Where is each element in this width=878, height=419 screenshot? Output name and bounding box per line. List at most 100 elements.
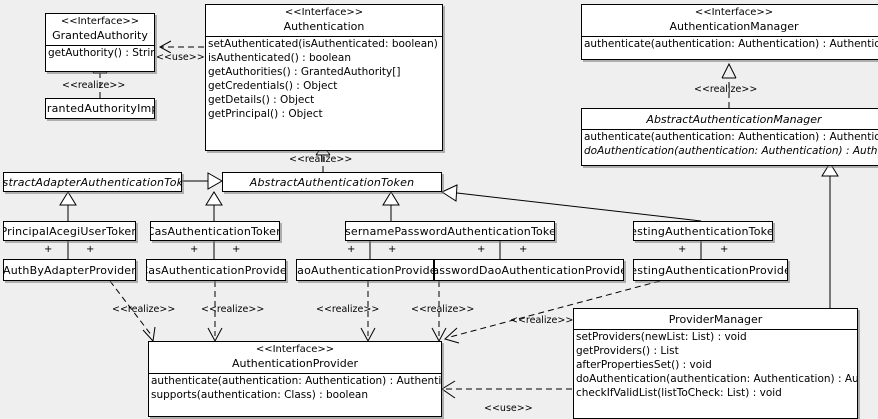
class-name-label: ProviderManager bbox=[668, 313, 763, 326]
class-name-label: DaoAuthenticationProvider bbox=[296, 263, 434, 277]
class-password-dao-authentication-provider[interactable]: PasswordDaoAuthenticationProvider bbox=[434, 259, 624, 281]
member-item: getProviders() : List bbox=[576, 345, 679, 357]
multiplicity-marker: + bbox=[190, 244, 199, 255]
member-item: setAuthenticated(isAuthenticated: boolea… bbox=[208, 38, 442, 50]
class-auth-by-adapter-provider[interactable]: AuthByAdapterProvider bbox=[3, 259, 136, 281]
class-header: <<Interface>> Authentication bbox=[206, 5, 442, 36]
class-testing-authentication-provider[interactable]: TestingAuthenticationProvider bbox=[633, 259, 788, 281]
multiplicity-marker: + bbox=[86, 244, 95, 255]
class-name-label: AuthenticationProvider bbox=[231, 357, 359, 370]
edge-generalization-usernamepasswordauthenticationtoken bbox=[382, 191, 400, 221]
edge-label-use-provider-manager: <<use>> bbox=[484, 403, 533, 414]
member-item: afterPropertiesSet() : void bbox=[576, 359, 712, 371]
class-members: getAuthority() : String bbox=[46, 46, 154, 60]
member-item: authenticate(authentication: Authenticat… bbox=[584, 38, 878, 50]
class-header: <<Interface>> AuthenticationManager bbox=[582, 5, 878, 36]
edge-use-providermanager-to-authenticationprovider bbox=[441, 380, 572, 399]
edge-generalization-abstractadapteradaptertoken bbox=[182, 172, 224, 190]
stereotype-label: <<Interface>> bbox=[694, 7, 774, 18]
class-cas-authentication-token[interactable]: CasAuthenticationToken bbox=[150, 221, 280, 241]
member-item: getCredentials() : Object bbox=[208, 80, 338, 92]
class-name-label: GrantedAuthority bbox=[52, 29, 148, 42]
class-members: setAuthenticated(isAuthenticated: boolea… bbox=[206, 37, 442, 121]
class-name-label: AbstractAuthenticationManager bbox=[646, 113, 822, 126]
class-name-label: AuthByAdapterProvider bbox=[3, 263, 136, 277]
class-name-label: PasswordDaoAuthenticationProvider bbox=[434, 263, 624, 277]
multiplicity-marker: + bbox=[44, 244, 53, 255]
member-item: checkIfValidList(listToCheck: List) : vo… bbox=[576, 387, 782, 399]
edge-label-realize-abstract-authentication-token: <<realize>> bbox=[289, 154, 353, 165]
class-header: <<Interface>> GrantedAuthority bbox=[46, 14, 154, 45]
class-authentication-manager[interactable]: <<Interface>> AuthenticationManager auth… bbox=[581, 4, 878, 60]
class-name-label: CasAuthenticationProvider bbox=[146, 263, 286, 277]
edge-label-realize-cas-provider: <<realize>> bbox=[201, 304, 265, 315]
member-item: authenticate(authentication: Authenticat… bbox=[584, 131, 878, 143]
multiplicity-marker: + bbox=[477, 244, 486, 255]
class-cas-authentication-provider[interactable]: CasAuthenticationProvider bbox=[146, 259, 286, 281]
edge-label-realize-auth-by-adapter: <<realize>> bbox=[112, 304, 176, 315]
member-item: doAuthentication(authentication: Authent… bbox=[576, 373, 857, 385]
member-item: doAuthentication(authentication: Authent… bbox=[584, 145, 878, 157]
class-members: setProviders(newList: List) : void getPr… bbox=[574, 330, 857, 400]
class-dao-authentication-provider[interactable]: DaoAuthenticationProvider bbox=[296, 259, 434, 281]
edge-generalization-providermanager bbox=[821, 162, 839, 308]
stereotype-label: <<Interface>> bbox=[255, 344, 335, 355]
multiplicity-marker: + bbox=[232, 244, 241, 255]
class-header: ProviderManager bbox=[574, 309, 857, 329]
multiplicity-marker: + bbox=[720, 244, 729, 255]
edge-label-realize-password-dao-provider: <<realize>> bbox=[411, 304, 475, 315]
class-authentication-provider[interactable]: <<Interface>> AuthenticationProvider aut… bbox=[148, 341, 442, 417]
class-abstract-authentication-token[interactable]: AbstractAuthenticationToken bbox=[222, 172, 442, 192]
stereotype-label: <<Interface>> bbox=[284, 7, 364, 18]
edge-label-realize-granted-authority-impl: <<realize>> bbox=[62, 80, 126, 91]
class-provider-manager[interactable]: ProviderManager setProviders(newList: Li… bbox=[573, 308, 858, 419]
edge-generalization-testingauthenticationtoken bbox=[440, 184, 702, 222]
edge-label-realize-testing-provider: <<realize>> bbox=[510, 315, 574, 326]
edge-label-realize-abstract-authentication-manager: <<realize>> bbox=[694, 84, 758, 95]
section-divider bbox=[582, 129, 878, 130]
class-name-label: AuthenticationManager bbox=[669, 20, 799, 33]
stereotype-label: <<Interface>> bbox=[60, 16, 140, 27]
multiplicity-marker: + bbox=[678, 244, 687, 255]
class-abstract-adapter-authentication-token[interactable]: AbstractAdapterAuthenticationToken bbox=[3, 172, 182, 192]
class-members: authenticate(authentication: Authenticat… bbox=[582, 130, 878, 158]
class-members: authenticate(authentication: Authenticat… bbox=[149, 374, 441, 402]
member-item: isAuthenticated() : boolean bbox=[208, 52, 351, 64]
multiplicity-marker: + bbox=[347, 244, 356, 255]
edge-label-realize-dao-provider: <<realize>> bbox=[316, 304, 380, 315]
class-members: authenticate(authentication: Authenticat… bbox=[582, 37, 878, 51]
class-username-password-authentication-token[interactable]: UsernamePasswordAuthenticationToken bbox=[345, 221, 555, 241]
edge-label-use-granted-authority: <<use>> bbox=[156, 52, 205, 63]
class-name-label: Authentication bbox=[283, 20, 365, 33]
member-item: getDetails() : Object bbox=[208, 94, 315, 106]
class-principal-acegi-user-token[interactable]: PrincipalAcegiUserToken bbox=[3, 221, 136, 241]
member-item: setProviders(newList: List) : void bbox=[576, 331, 747, 343]
multiplicity-marker: + bbox=[519, 244, 528, 255]
section-divider bbox=[574, 329, 857, 330]
class-name-label: AbstractAdapterAuthenticationToken bbox=[3, 175, 181, 189]
class-granted-authority[interactable]: <<Interface>> GrantedAuthority getAuthor… bbox=[45, 13, 155, 72]
section-divider bbox=[206, 36, 442, 37]
class-authentication[interactable]: <<Interface>> Authentication setAuthenti… bbox=[205, 4, 443, 151]
member-item: getAuthorities() : GrantedAuthority[] bbox=[208, 66, 401, 78]
class-header: AbstractAuthenticationManager bbox=[582, 109, 878, 129]
class-abstract-authentication-manager[interactable]: AbstractAuthenticationManager authentica… bbox=[581, 108, 878, 166]
class-name-label: UsernamePasswordAuthenticationToken bbox=[345, 224, 555, 238]
member-item: getAuthority() : String bbox=[48, 47, 155, 59]
section-divider bbox=[582, 36, 878, 37]
member-item: supports(authentication: Class) : boolea… bbox=[151, 389, 368, 401]
class-name-label: PrincipalAcegiUserToken bbox=[3, 224, 136, 238]
class-name-label: AbstractAuthenticationToken bbox=[249, 175, 415, 189]
class-header: <<Interface>> AuthenticationProvider bbox=[149, 342, 441, 373]
edge-generalization-casauthenticationtoken bbox=[205, 191, 223, 221]
class-granted-authority-impl[interactable]: GrantedAuthorityImpl bbox=[45, 98, 155, 119]
class-testing-authentication-token[interactable]: TestingAuthenticationToken bbox=[633, 221, 773, 241]
class-name-label: TestingAuthenticationToken bbox=[633, 224, 772, 238]
section-divider bbox=[149, 373, 441, 374]
member-item: getPrincipal() : Object bbox=[208, 108, 323, 120]
edge-generalization-principalacegiusertoken bbox=[59, 191, 77, 221]
class-name-label: CasAuthenticationToken bbox=[150, 224, 280, 238]
section-divider bbox=[46, 45, 154, 46]
class-name-label: TestingAuthenticationProvider bbox=[633, 263, 788, 277]
